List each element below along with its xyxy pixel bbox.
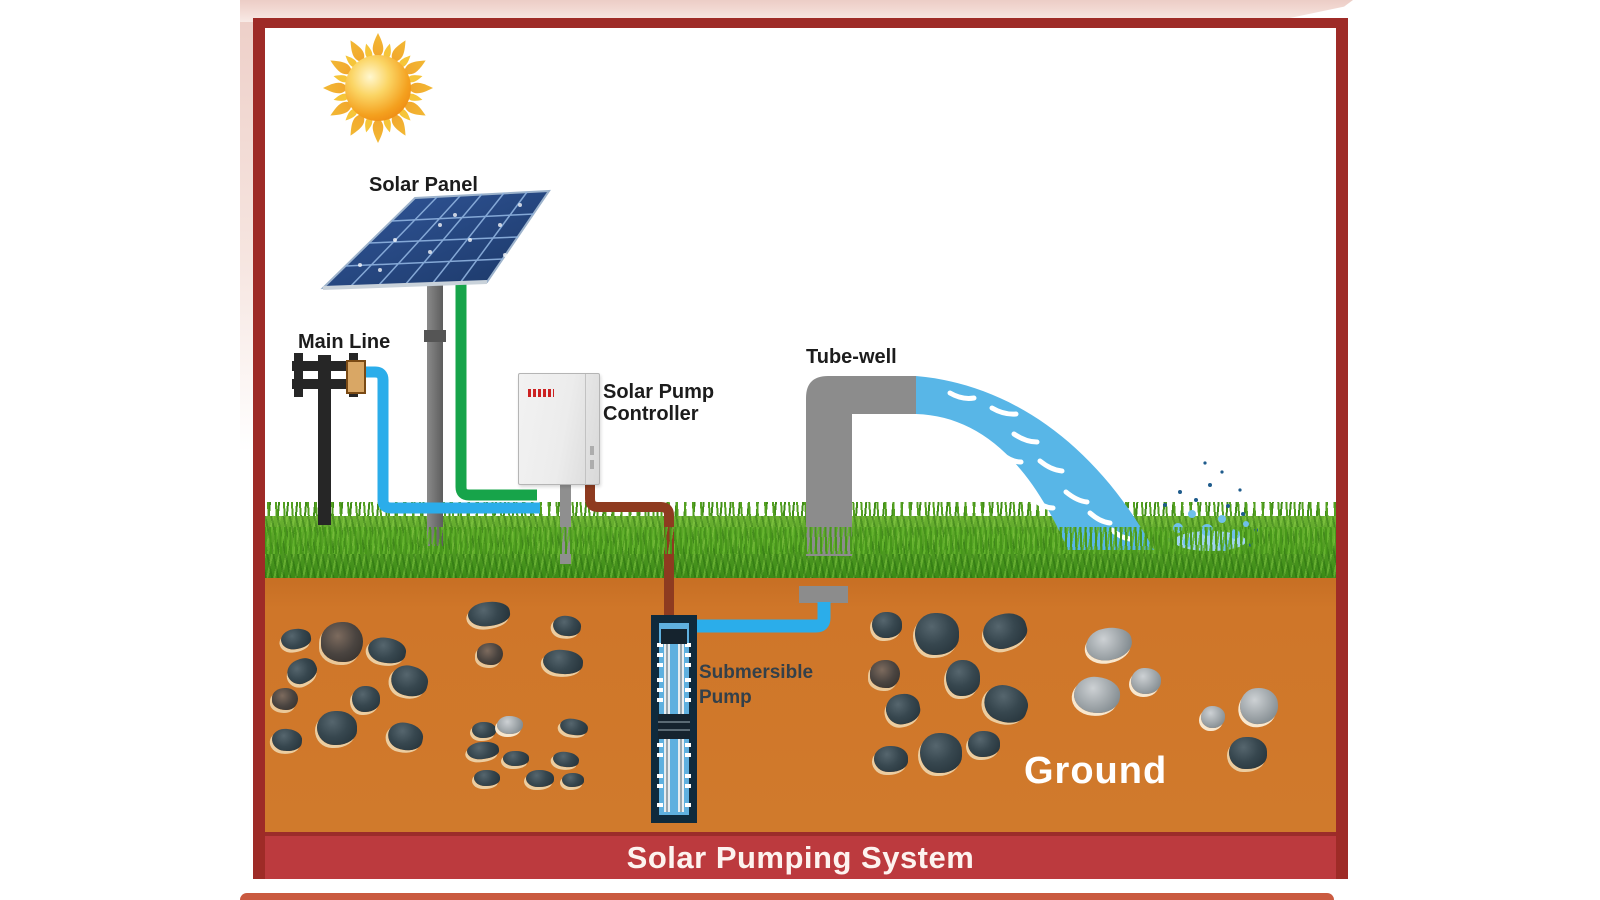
rock: [562, 773, 584, 787]
rock: [352, 686, 380, 712]
panel-pole-collar: [424, 330, 446, 342]
rock: [1131, 668, 1161, 694]
rock: [872, 612, 902, 638]
submersible-pump-label-line2: Pump: [699, 687, 752, 708]
cable-green: [455, 272, 537, 501]
rock: [503, 751, 529, 766]
ground-label: Ground: [1024, 750, 1168, 792]
controller-brand-logo: [528, 389, 554, 397]
caption-bar: Solar Pumping System: [265, 832, 1336, 879]
rock: [874, 746, 908, 772]
rock: [968, 731, 1000, 757]
well-head-fitting: [661, 629, 687, 644]
main-line-label: Main Line: [298, 331, 391, 353]
tube-well-label: Tube-well: [806, 346, 897, 368]
rock: [272, 688, 298, 710]
controller-pole: [560, 480, 571, 564]
solar-pump-controller-box: [518, 373, 600, 485]
rock: [472, 722, 496, 738]
panel-pole: [427, 276, 443, 546]
submersible-pump-label: Submersible Pump: [699, 660, 813, 710]
pole-junction-box: [346, 360, 366, 394]
controller-vent: [590, 460, 594, 469]
solar-panel: [320, 189, 551, 290]
rock: [497, 716, 523, 734]
solar-panel-label: Solar Panel: [369, 174, 478, 196]
tube-well-base-block: [799, 586, 848, 603]
water-stream: [916, 376, 1154, 550]
cable-blue: [360, 366, 540, 514]
rock: [317, 711, 357, 745]
frame-border-right: [1336, 18, 1348, 879]
controller-vent: [590, 446, 594, 455]
controller-label: Solar Pump Controller: [603, 381, 714, 425]
rock: [1229, 737, 1267, 769]
grass-blades-overlay: [265, 527, 1336, 554]
rock: [915, 613, 959, 655]
rock: [526, 770, 554, 787]
diagram-title: Solar Pumping System: [626, 839, 975, 875]
water-highlights: [947, 390, 1133, 542]
borehole-well: [651, 615, 697, 823]
frame-border-top: [253, 18, 1348, 28]
pink-header-band: [240, 0, 1353, 22]
tube-well-pipe: [806, 376, 916, 556]
controller-label-line2: Controller: [603, 403, 699, 425]
rock: [477, 643, 503, 665]
cable-brown: [585, 483, 674, 633]
pink-left-band: [240, 22, 255, 452]
frame-border-left: [253, 18, 265, 879]
rock: [1201, 706, 1225, 728]
controller-door-seam: [585, 374, 586, 484]
submersible-pump-unit: [658, 714, 690, 739]
rock: [920, 733, 962, 773]
rock: [321, 622, 363, 662]
rock: [474, 770, 500, 786]
rock: [946, 660, 980, 696]
next-frame-edge: [240, 893, 1334, 900]
well-outlet-pipe: [697, 602, 831, 633]
sun-icon: [323, 33, 433, 143]
controller-label-line1: Solar Pump: [603, 381, 715, 403]
rock: [870, 660, 900, 688]
submersible-pump-label-line1: Submersible: [699, 662, 814, 683]
